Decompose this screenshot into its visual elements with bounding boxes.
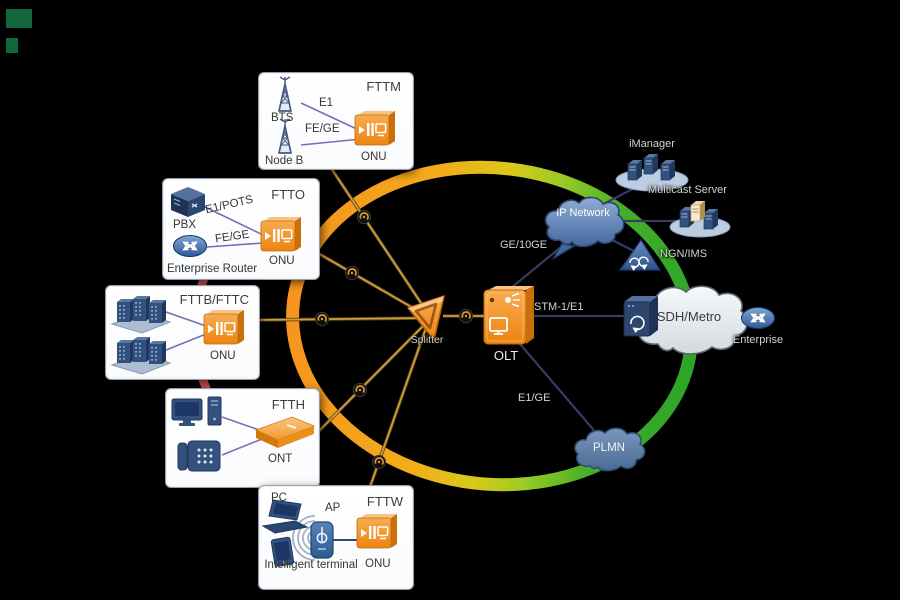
plmn-cloud-label: PLMN (593, 442, 625, 454)
link-label-e1ge: E1/GE (518, 392, 551, 404)
fttb-onu-label: ONU (210, 350, 236, 362)
splitter-icon (407, 295, 445, 341)
connector-icon (344, 265, 360, 281)
desktop-pc-icon (171, 396, 222, 427)
pbx-icon (170, 186, 206, 218)
connector-icon (314, 311, 330, 327)
corner-marker-1 (6, 9, 32, 28)
ftto-title: FTTO (271, 187, 305, 202)
fttm-onu-label: ONU (361, 151, 387, 163)
multicast-server-label: Multicast Server (648, 184, 727, 196)
ngn-ims-label: NGN/IMS (660, 248, 708, 260)
fttb-title: FTTB/FTTC (179, 292, 249, 307)
bts-antenna-icon (278, 76, 292, 112)
olt-icon (483, 286, 534, 345)
onu-icon (356, 513, 398, 549)
ftth-title: FTTH (271, 397, 305, 412)
fttm-e1-label: E1 (319, 97, 334, 109)
laptop-icon (262, 499, 308, 534)
pbx-label: PBX (173, 219, 197, 231)
ont-icon (255, 416, 315, 449)
onu-icon (354, 110, 396, 146)
olt-label: OLT (493, 348, 519, 363)
link-label-ge10ge: GE/10GE (500, 239, 548, 251)
intelligent-terminal-label: Intelligent terminal (264, 559, 358, 571)
ftto-art (170, 186, 302, 279)
onu-icon (203, 309, 245, 345)
bts-label: BTS (271, 112, 294, 124)
ftth-panel: FTTH ONT (165, 388, 320, 488)
ftth-ont-label: ONT (268, 453, 293, 465)
plmn-cloud (574, 427, 646, 472)
fttb-panel: FTTB/FTTC ONU (105, 285, 260, 380)
fttm-fege-label: FE/GE (305, 123, 340, 135)
imanager-label: iManager (629, 138, 675, 150)
splitter-label: Splitter (410, 334, 444, 346)
onu-icon (260, 216, 302, 252)
corner-marker-2 (6, 38, 18, 53)
fttw-pc-label: PC (271, 492, 287, 504)
buildings-icon (111, 295, 171, 334)
nodeb-antenna-icon (278, 118, 292, 154)
fttw-title: FTTW (366, 494, 403, 509)
connector-icon (371, 454, 387, 470)
fttw-art (262, 499, 398, 568)
access-point-icon (310, 521, 334, 559)
enterprise-router-label: Enterprise Router (167, 263, 258, 275)
sdh-metro-cloud-label: SDH/Metro (656, 309, 722, 324)
connector-icon (458, 308, 474, 324)
enterprise-label: Enterprise (732, 334, 784, 346)
ip-network-cloud-label: IP Network (556, 207, 610, 219)
ftth-art (171, 396, 315, 472)
fttb-art (111, 295, 245, 375)
connector-icon (356, 209, 372, 225)
fttm-title: FTTM (366, 79, 401, 94)
ip-network-cloud (544, 196, 625, 260)
fttm-art (278, 76, 396, 154)
nodeb-label: Node B (265, 155, 304, 167)
wifi-waves-icon (292, 515, 316, 561)
telephone-icon (177, 440, 221, 472)
buildings-icon (111, 336, 171, 375)
link-label-stm1e1: STM-1/E1 (534, 301, 584, 313)
connector-icon (352, 382, 368, 398)
multicast-server-icon (669, 201, 731, 238)
ftto-onu-label: ONU (269, 255, 295, 267)
fttw-panel: PC AP FTTW Intelligent terminal ONU (258, 485, 414, 590)
fttw-onu-label: ONU (365, 558, 391, 570)
enterprise-router-icon (742, 308, 775, 329)
enterprise-router-box-icon (174, 236, 207, 257)
fttm-panel: FTTM E1 FE/GE BTS Node B ONU (258, 72, 414, 170)
ftto-panel: FTTO E1/POTS FE/GE PBX Enterprise Router… (162, 178, 320, 280)
imanager-icon (615, 153, 689, 192)
fttw-ap-label: AP (325, 502, 341, 514)
